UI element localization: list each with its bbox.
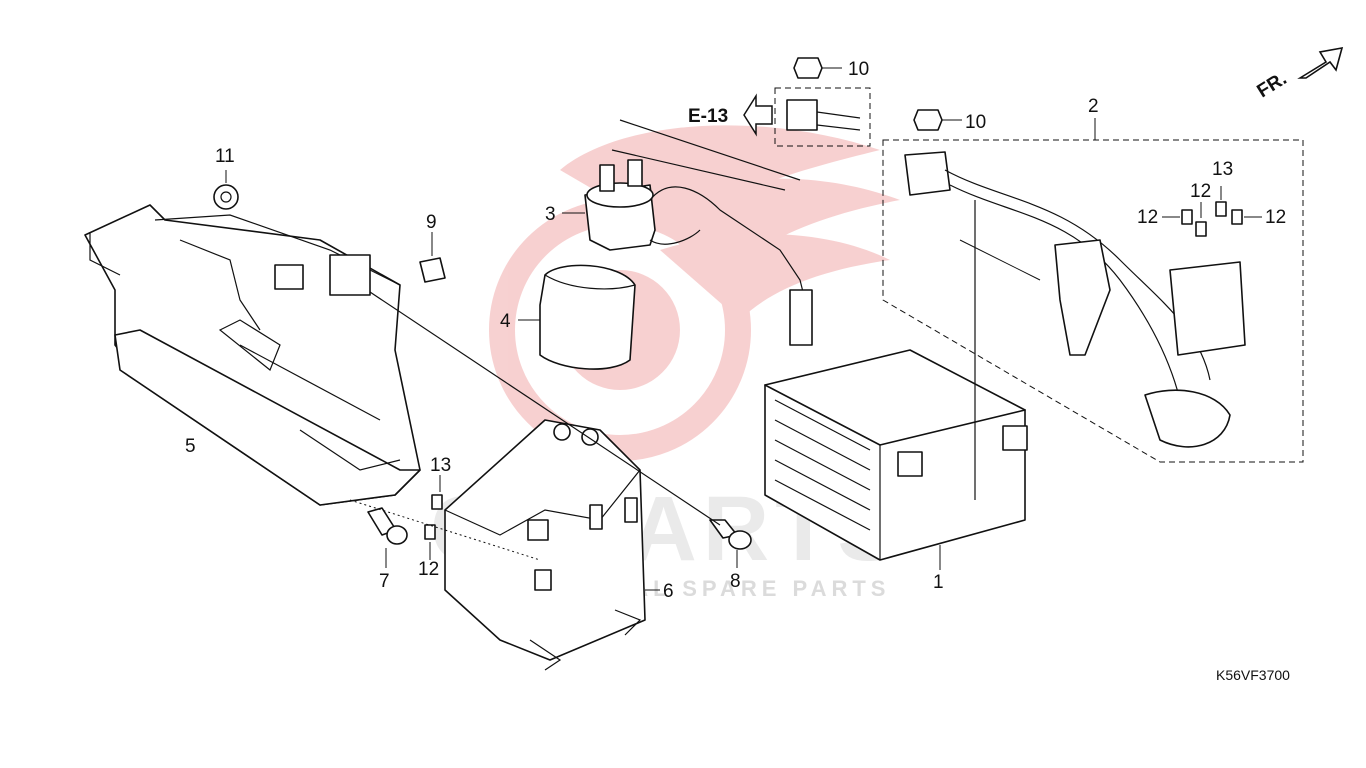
- callout-7: 7: [379, 571, 390, 592]
- bolt-7: [367, 507, 408, 568]
- relay-connector: [786, 99, 861, 131]
- callout-12-right-c: 12: [1265, 207, 1286, 228]
- callout-13-left: 13: [430, 455, 451, 476]
- relay-cover: [518, 264, 636, 370]
- battery-tray: [84, 204, 421, 506]
- diagram-code: K56VF3700: [1216, 667, 1290, 683]
- fuse-13-left: [431, 494, 443, 510]
- callout-3: 3: [545, 204, 556, 225]
- callout-6: 6: [663, 581, 674, 602]
- callout-13-right: 13: [1212, 159, 1233, 180]
- leader-line-holder: [349, 499, 541, 561]
- callout-10-right: 10: [965, 112, 986, 133]
- starter-relay: [562, 119, 813, 346]
- screw-8: [709, 519, 752, 568]
- reference-arrow-icon: [743, 93, 773, 137]
- front-arrow-icon: [1297, 46, 1344, 79]
- callouts: 1 2 3 4 5 6 7 8 9 10 10 11 12 12 12 12 1…: [185, 59, 1286, 602]
- nut-11: [213, 170, 239, 210]
- battery: [764, 200, 1028, 570]
- front-direction-label: FR.: [1254, 68, 1291, 102]
- battery-holder: [444, 419, 660, 671]
- connector-detail-box: [774, 87, 871, 147]
- callout-2: 2: [1088, 96, 1099, 117]
- fuse-12-right-a: [1181, 209, 1193, 225]
- reference-e13: E-13: [688, 93, 773, 137]
- callout-8: 8: [730, 571, 741, 592]
- fuse-12-right-b: [1195, 221, 1207, 237]
- nut-10-right: [913, 109, 962, 131]
- callout-12-right-b: 12: [1190, 181, 1211, 202]
- callout-9: 9: [426, 212, 437, 233]
- callout-5: 5: [185, 436, 196, 457]
- callout-12-left: 12: [418, 559, 439, 580]
- callout-1: 1: [933, 572, 944, 593]
- leader-line-tray-to-screw: [369, 291, 721, 526]
- front-direction-indicator: FR.: [1254, 46, 1344, 102]
- clip-9: [419, 232, 446, 283]
- wire-harness: [882, 118, 1304, 463]
- reference-e13-label: E-13: [688, 106, 728, 127]
- callout-11: 11: [215, 146, 235, 167]
- callout-12-right-a: 12: [1137, 207, 1158, 228]
- callout-4: 4: [500, 311, 511, 332]
- nut-10-top: [793, 57, 842, 79]
- fuse-12-right-c: [1231, 209, 1243, 225]
- fuse-12-left: [424, 524, 436, 540]
- fuses-right: [1162, 186, 1262, 237]
- fuse-13-right: [1215, 201, 1227, 217]
- fuses-left: [424, 475, 443, 560]
- callout-10-top: 10: [848, 59, 869, 80]
